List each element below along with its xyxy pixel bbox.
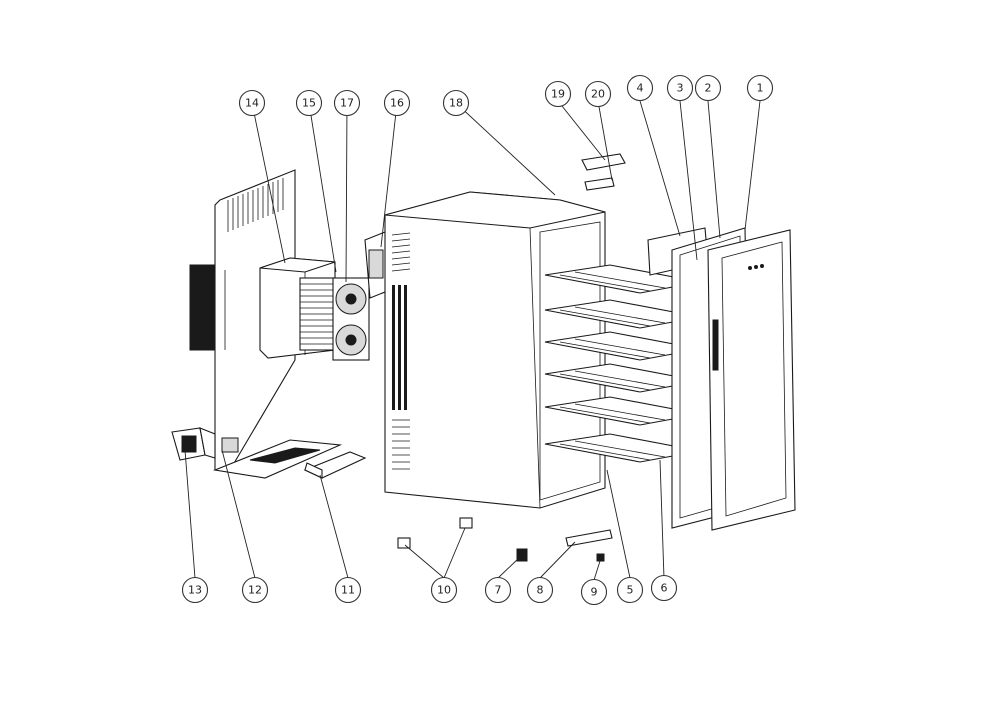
callout-circle	[383, 89, 411, 117]
callout-2: 2	[694, 74, 722, 102]
callout-16: 16	[383, 89, 411, 117]
callout-circle	[238, 89, 266, 117]
callout-1: 1	[746, 74, 774, 102]
callout-8: 8	[526, 576, 554, 604]
callout-circle	[442, 89, 470, 117]
callout-7: 7	[484, 576, 512, 604]
callout-circle	[650, 574, 678, 602]
callout-label: 18	[449, 97, 463, 110]
callout-circle	[746, 74, 774, 102]
callout-6: 6	[650, 574, 678, 602]
callout-18: 18	[442, 89, 470, 117]
callout-label: 4	[637, 82, 644, 95]
control-bracket	[364, 231, 391, 299]
callout-5: 5	[616, 576, 644, 604]
callout-label: 12	[248, 584, 262, 597]
callout-circle	[526, 576, 554, 604]
callout-circle	[334, 576, 362, 604]
callout-circle	[544, 80, 572, 108]
callout-circle	[295, 89, 323, 117]
cooling-fans	[332, 277, 370, 361]
callout-label: 2	[705, 82, 712, 95]
callout-circle	[694, 74, 722, 102]
callout-17: 17	[333, 89, 361, 117]
callout-label: 10	[437, 584, 451, 597]
callout-label: 7	[495, 584, 502, 597]
callout-circle	[333, 89, 361, 117]
leveling-feet	[397, 517, 473, 549]
top-hinge-cover	[581, 153, 626, 191]
callout-10: 10	[430, 576, 458, 604]
callout-circle	[181, 576, 209, 604]
callout-circle	[626, 74, 654, 102]
small-clip	[596, 553, 605, 562]
callout-label: 14	[245, 97, 259, 110]
callout-label: 1	[757, 82, 764, 95]
callout-label: 3	[677, 82, 684, 95]
callout-label: 9	[591, 586, 598, 599]
callout-19: 19	[544, 80, 572, 108]
callout-circle	[241, 576, 269, 604]
callout-label: 8	[537, 584, 544, 597]
heat-sink	[299, 277, 336, 351]
callout-label: 15	[302, 97, 316, 110]
callout-20: 20	[584, 80, 612, 108]
callout-15: 15	[295, 89, 323, 117]
callout-circle	[584, 80, 612, 108]
callout-4: 4	[626, 74, 654, 102]
callout-11: 11	[334, 576, 362, 604]
callout-circle	[666, 74, 694, 102]
callout-label: 11	[341, 584, 355, 597]
fan-shroud	[171, 427, 216, 461]
callout-label: 16	[390, 97, 404, 110]
callout-3: 3	[666, 74, 694, 102]
callout-12: 12	[241, 576, 269, 604]
callout-circle	[616, 576, 644, 604]
bottom-hinge	[565, 529, 613, 547]
drip-tray	[303, 451, 367, 479]
cabinet	[384, 191, 606, 509]
glass-door	[707, 229, 796, 531]
callout-circle	[484, 576, 512, 604]
callout-circle	[580, 578, 608, 606]
callout-label: 20	[591, 88, 605, 101]
wire-shelves	[544, 264, 701, 463]
leader-lines	[184, 100, 761, 581]
callout-14: 14	[238, 89, 266, 117]
hinge-pin	[516, 548, 528, 562]
callout-label: 5	[627, 584, 634, 597]
callout-label: 6	[661, 582, 668, 595]
callout-label: 19	[551, 88, 565, 101]
callout-circle	[430, 576, 458, 604]
callout-13: 13	[181, 576, 209, 604]
bottom-grille	[212, 437, 343, 479]
callout-label: 17	[340, 97, 354, 110]
back-panel	[189, 169, 296, 471]
callout-label: 13	[188, 584, 202, 597]
callout-9: 9	[580, 578, 608, 606]
